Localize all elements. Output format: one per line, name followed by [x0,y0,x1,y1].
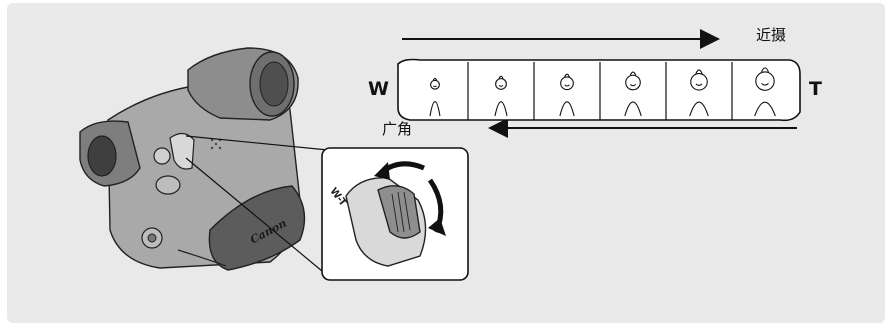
zoom-lever-detail-inset [322,148,468,280]
tele-end-letter: T [809,80,822,99]
tele-direction-caption: 近摄 [756,28,786,43]
wide-end-letter: W [368,80,389,99]
wide-direction-caption: 广角 [382,122,412,137]
zoom-film-strip [398,60,800,121]
